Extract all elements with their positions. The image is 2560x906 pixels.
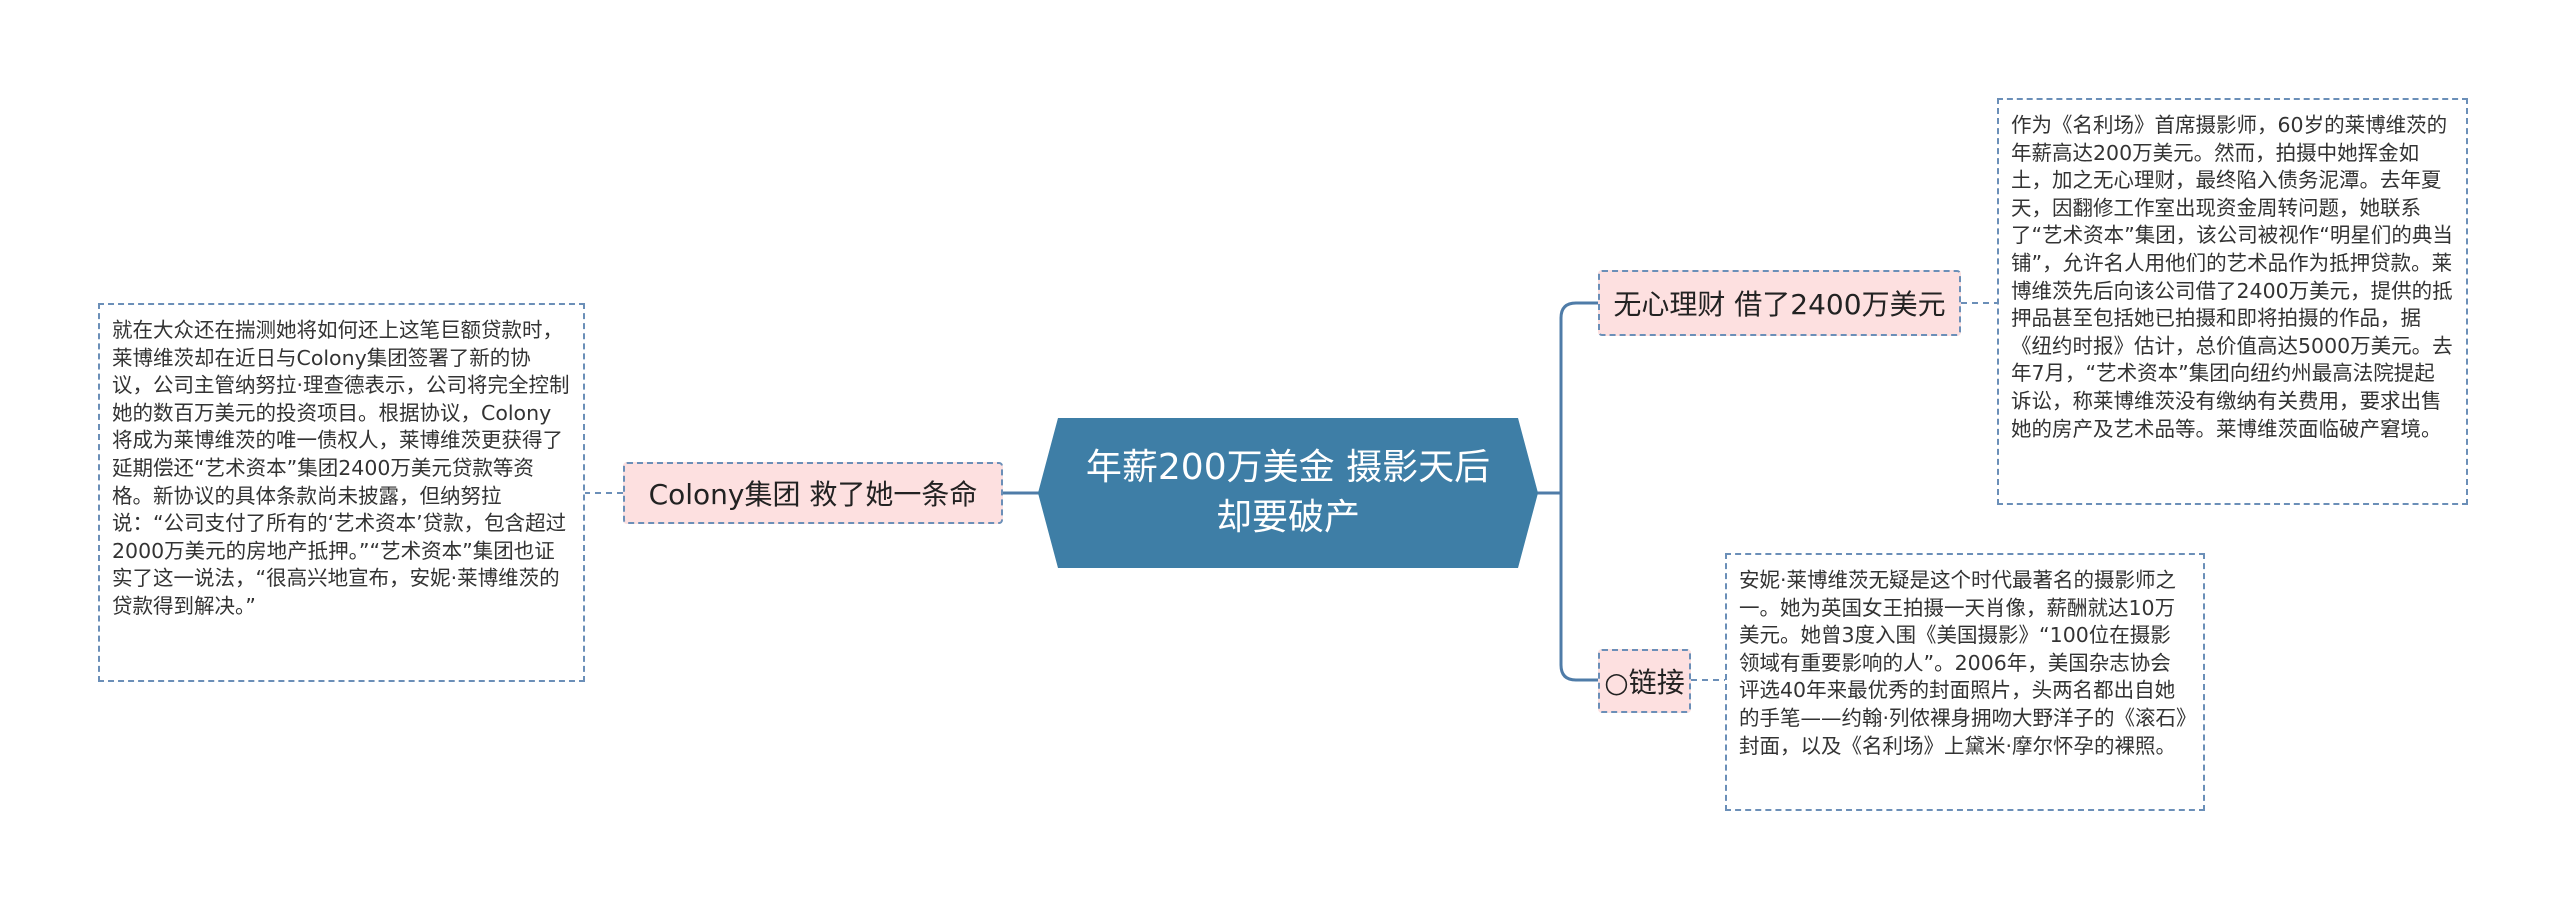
topic-loan-label: 无心理财 借了2400万美元 [1613, 288, 1946, 321]
topic-link: ○链接 [1598, 649, 1691, 713]
note-loan: 作为《名利场》首席摄影师，60岁的莱博维茨的年薪高达200万美元。然而，拍摄中她… [1997, 98, 2468, 505]
topic-link-label: ○链接 [1604, 666, 1685, 699]
topic-colony-group: Colony集团 救了她一条命 [623, 462, 1003, 524]
note-colony-group-text: 就在大众还在揣测她将如何还上这笔巨额贷款时，莱博维茨却在近日与Colony集团签… [112, 318, 570, 618]
note-link: 安妮·莱博维茨无疑是这个时代最著名的摄影师之一。她为英国女王拍摄一天肖像，薪酬就… [1725, 553, 2205, 811]
note-link-text: 安妮·莱博维茨无疑是这个时代最著名的摄影师之一。她为英国女王拍摄一天肖像，薪酬就… [1739, 568, 2187, 758]
central-topic-shape [1038, 418, 1538, 568]
central-topic: 年薪200万美金 摄影天后却要破产 [1038, 418, 1538, 568]
note-loan-text: 作为《名利场》首席摄影师，60岁的莱博维茨的年薪高达200万美元。然而，拍摄中她… [2011, 113, 2453, 441]
topic-loan: 无心理财 借了2400万美元 [1598, 270, 1961, 336]
note-colony-group: 就在大众还在揣测她将如何还上这笔巨额贷款时，莱博维茨却在近日与Colony集团签… [98, 303, 585, 682]
central-topic-title: 年薪200万美金 摄影天后却要破产 [1085, 447, 1491, 538]
edge-right-fork [1559, 301, 1598, 682]
topic-colony-group-label: Colony集团 救了她一条命 [648, 478, 978, 511]
